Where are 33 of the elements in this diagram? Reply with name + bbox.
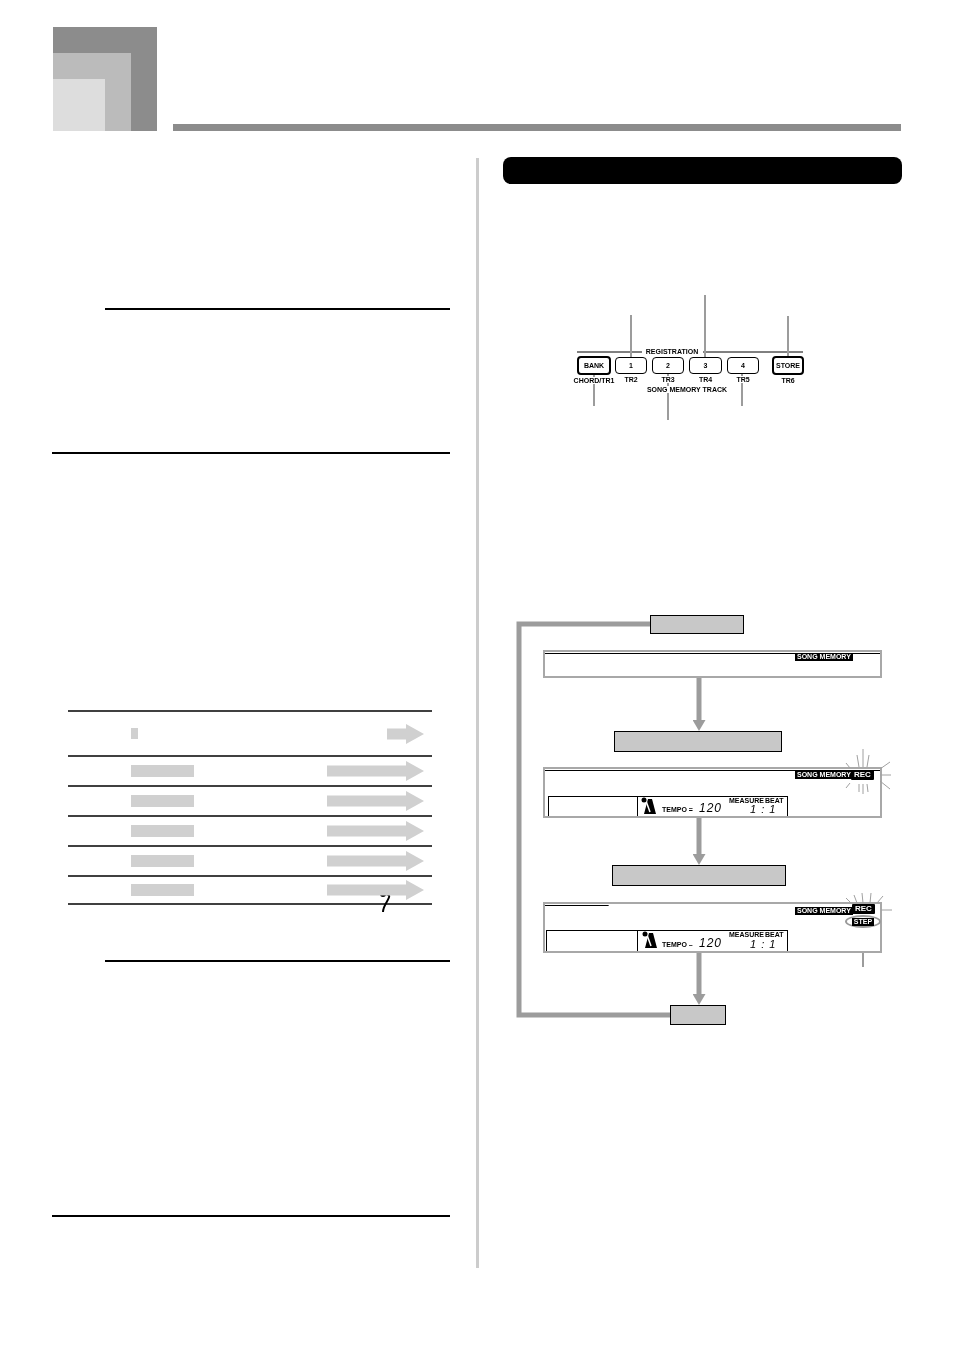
- lcd-display: [543, 650, 882, 678]
- arrow-icon: [387, 724, 424, 744]
- process-box: [612, 865, 786, 886]
- process-box: [650, 615, 744, 634]
- heading-bar: [503, 157, 902, 184]
- arrow-icon: [327, 851, 424, 871]
- leader-line: [787, 315, 789, 357]
- leader-line: [667, 373, 669, 421]
- arrow-icon: [327, 880, 424, 900]
- lcd-readout-panel: [546, 930, 788, 951]
- leader-line: [704, 294, 706, 358]
- arrow-icon: [327, 761, 424, 781]
- flow-arrow: [693, 678, 705, 731]
- measure-beat-value: 1 : 1: [750, 939, 777, 950]
- arrow-icon: [327, 821, 424, 841]
- indicator-label: REC: [852, 904, 875, 914]
- lcd-display: [543, 902, 882, 953]
- return-line: [516, 621, 670, 1018]
- flow-arrow: [693, 953, 705, 1005]
- lcd-display: [543, 767, 882, 818]
- process-box: [614, 731, 782, 752]
- measure-beat-value: 1 : 1: [750, 804, 777, 815]
- lcd-readout-panel: [548, 796, 788, 816]
- indicator-label: REC: [851, 770, 874, 780]
- leader-line: [630, 314, 632, 358]
- leader-line: [741, 373, 743, 407]
- tempo-value: 120: [699, 937, 723, 949]
- leader-line: [593, 374, 595, 407]
- highlight-oval: [845, 915, 881, 928]
- process-box: [670, 1005, 726, 1025]
- tempo-value: 120: [699, 802, 723, 814]
- arrow-icon: [327, 791, 424, 811]
- flow-arrow: [693, 818, 705, 865]
